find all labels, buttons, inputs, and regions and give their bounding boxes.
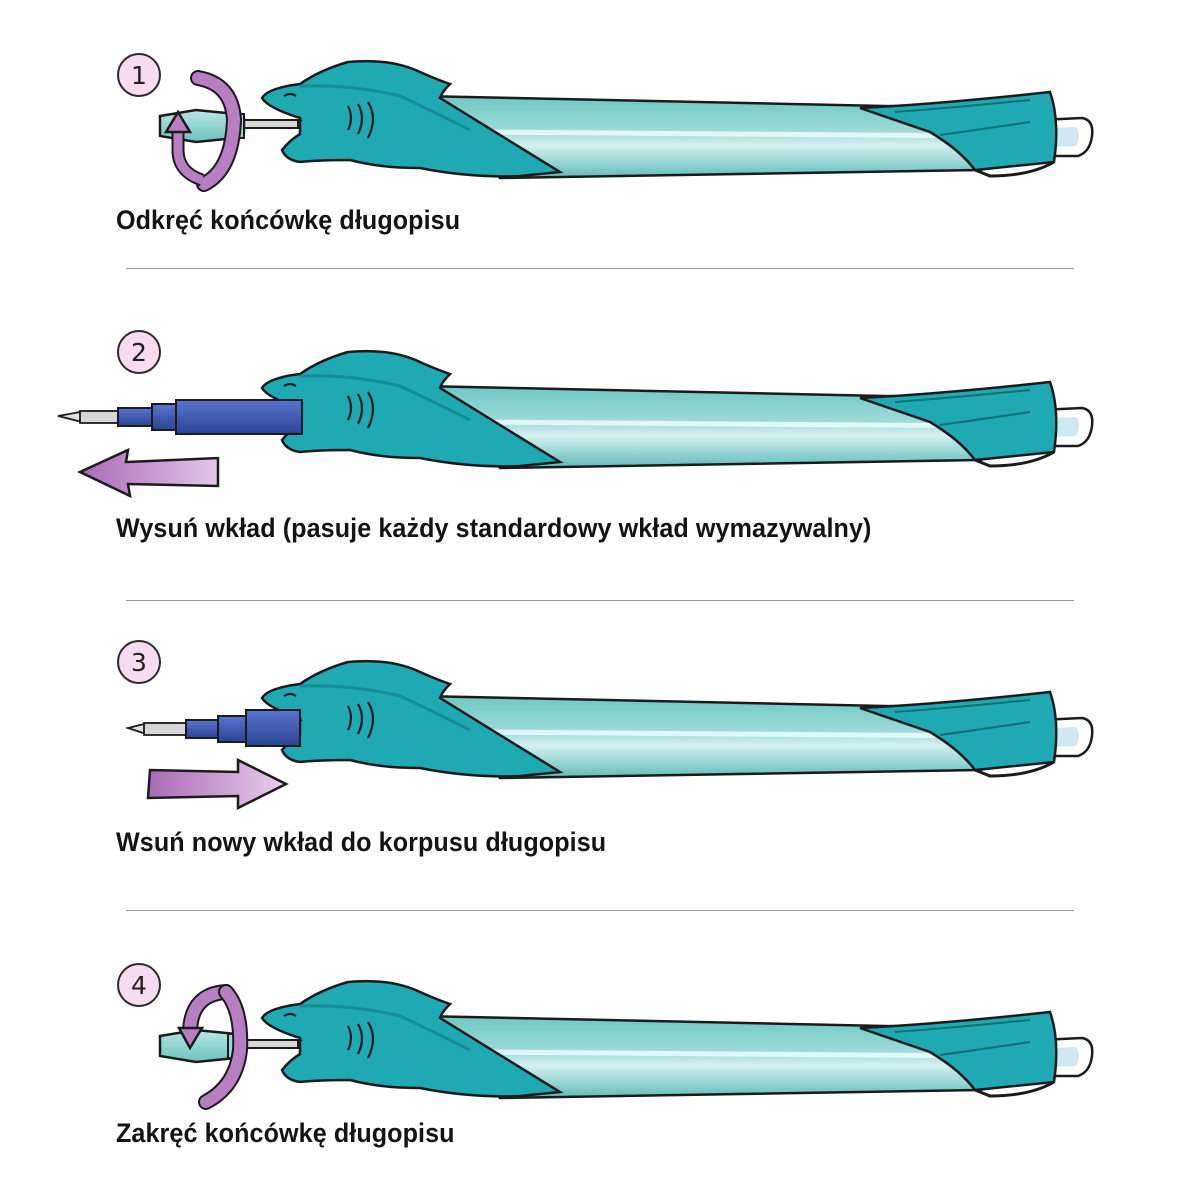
screw-arrow-icon — [176, 984, 249, 1110]
step-number-badge: 2 — [117, 330, 161, 374]
refill — [57, 399, 303, 435]
refill — [124, 709, 301, 747]
divider — [126, 600, 1074, 601]
shark-pen-illustration — [124, 600, 1200, 811]
push-in-arrow-icon — [146, 757, 289, 811]
step-caption: Odkręć końcówkę długopisu — [116, 205, 461, 235]
shark-pen-illustration — [57, 290, 1200, 499]
shark-pen-illustration — [158, 0, 1200, 192]
step-number-badge: 4 — [117, 963, 161, 1007]
step-number-badge: 1 — [117, 53, 161, 97]
step-caption: Wysuń wkład (pasuje każdy standardowy wk… — [116, 513, 872, 543]
divider — [126, 910, 1074, 911]
unscrew-arrow-icon — [163, 70, 243, 192]
divider — [126, 268, 1074, 269]
step-caption: Wsuń nowy wkład do korpusu długopisu — [116, 827, 607, 857]
pull-out-arrow-icon — [77, 447, 220, 499]
step-caption: Zakręć końcówkę długopisu — [116, 1118, 455, 1148]
shark-pen-illustration — [158, 910, 1200, 1110]
step-1: 1 Odkręć końcówkę długopisu — [0, 0, 1200, 300]
step-4: 4 Zakręć końcówkę długopisu — [0, 0, 1200, 1148]
step-2: 2 Wysuń wkład (pasuje każdy standardowy … — [0, 0, 1200, 543]
step-3: 3 Wsuń nowy wkład do korpusu długopisu — [0, 0, 1200, 857]
step-number-badge: 3 — [117, 640, 161, 684]
